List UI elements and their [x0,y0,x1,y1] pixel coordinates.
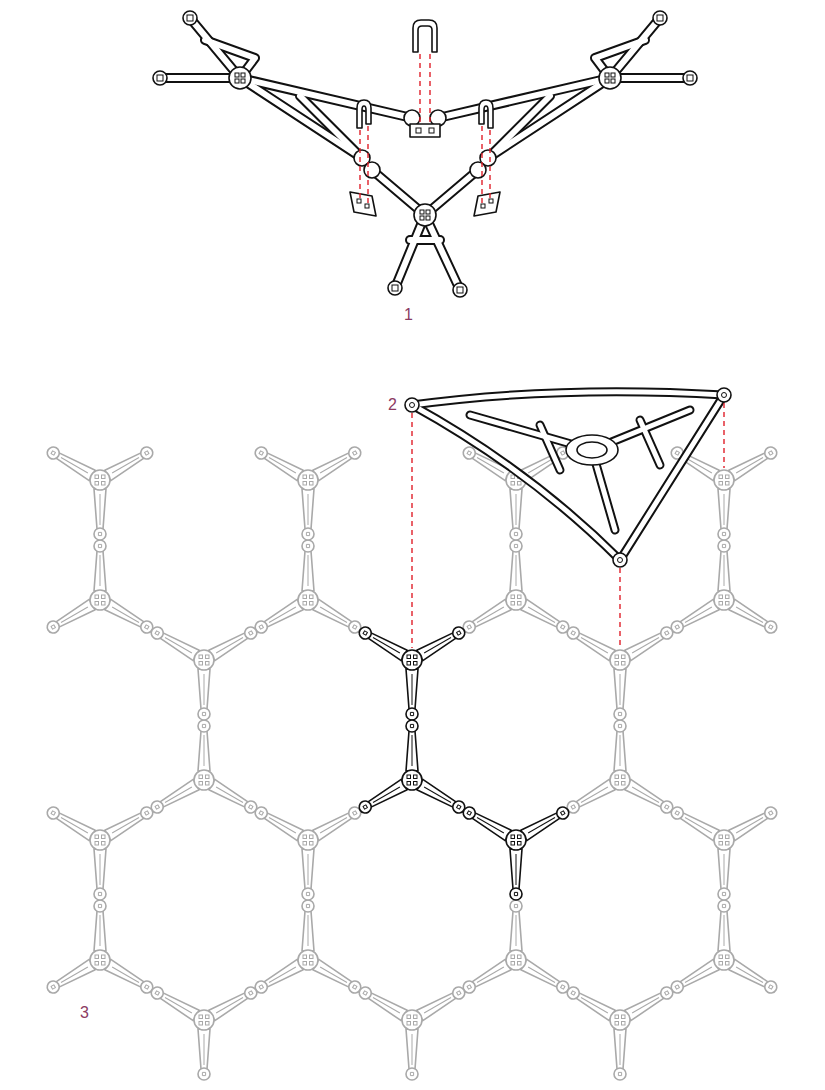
callout-number: 2 [388,396,397,414]
callout-number: 3 [80,1004,89,1022]
callout-number: 1 [404,306,413,324]
